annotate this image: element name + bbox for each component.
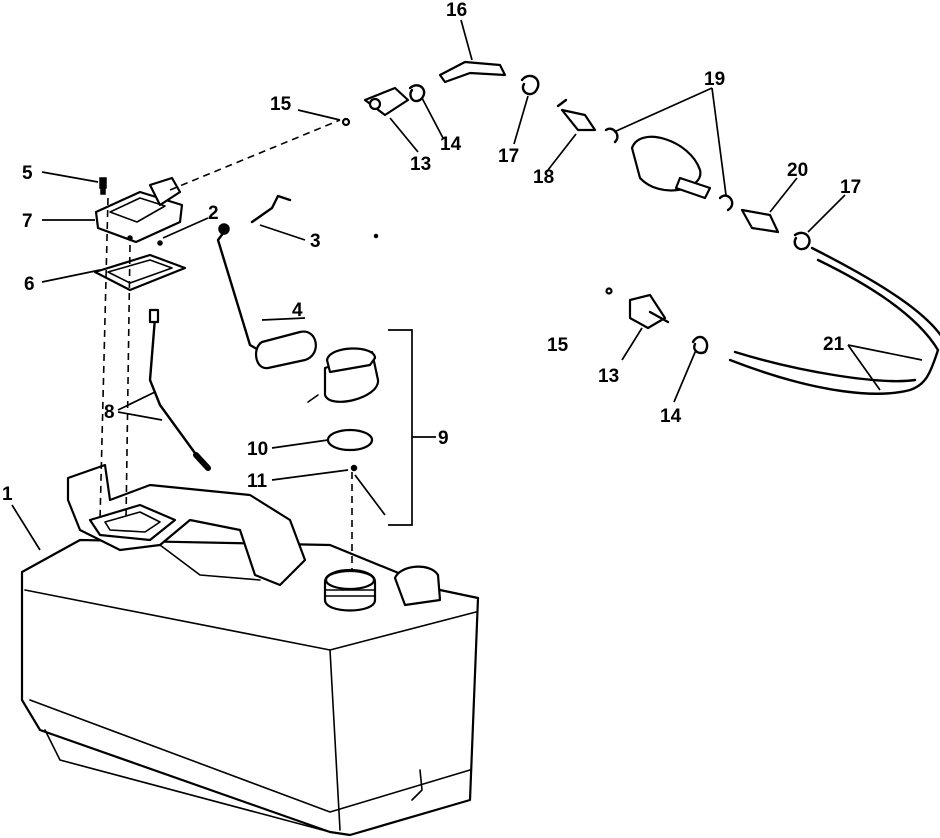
- short-hose: [438, 60, 507, 84]
- callout-17-right: 17: [840, 177, 861, 198]
- callout-8: 8: [104, 402, 115, 423]
- hose-clamp-right: [793, 231, 811, 251]
- hose-clamp-upper-left: [408, 84, 426, 103]
- callout-20: 20: [787, 160, 808, 181]
- fuel-connector: [363, 86, 410, 117]
- callout-4: 4: [292, 300, 303, 321]
- callout-2: 2: [208, 203, 219, 224]
- hose-clamp-lower: [691, 335, 709, 355]
- engine-fitting: [740, 208, 780, 234]
- callout-3: 3: [310, 231, 321, 252]
- callout-21: 21: [823, 334, 845, 355]
- callout-17-upper: 17: [498, 146, 519, 167]
- callout-10: 10: [247, 439, 268, 460]
- o-ring-small: [157, 240, 163, 246]
- leader-lines: [11, 19, 923, 551]
- callout-1: 1: [2, 484, 13, 505]
- callout-14-upper: 14: [440, 134, 462, 155]
- screw: [99, 177, 107, 195]
- callout-19: 19: [704, 69, 725, 90]
- cap-rivet: [350, 464, 358, 472]
- callout-13-upper: 13: [410, 154, 431, 175]
- gasket: [93, 253, 187, 292]
- fuel-connector-lower: [628, 293, 670, 330]
- o-ring-upper: [341, 117, 351, 127]
- callout-labels: 1 2 3 4 5 6 7 8 9 10 11 13 13 14 14 15 1…: [2, 0, 861, 505]
- tank-fitting: [556, 98, 597, 132]
- callout-14-lower: 14: [660, 406, 682, 427]
- small-dot: [373, 233, 379, 239]
- pickup-tube: [148, 308, 211, 471]
- cap-gasket: [326, 428, 374, 452]
- callout-15-upper: 15: [270, 94, 292, 115]
- callout-13-lower: 13: [598, 366, 619, 387]
- primer-bulb: [604, 127, 734, 212]
- callout-15-lower: 15: [547, 335, 569, 356]
- fuel-connector-plate: [94, 176, 184, 244]
- fuel-hose: [728, 246, 940, 395]
- callout-7: 7: [22, 211, 33, 232]
- callout-6: 6: [24, 274, 35, 295]
- callout-16: 16: [446, 0, 467, 21]
- hose-clamp-top: [520, 74, 540, 96]
- fuel-tank: [20, 463, 480, 837]
- fuel-cap: [307, 347, 380, 403]
- float-arm: [216, 223, 317, 370]
- callout-11: 11: [247, 471, 268, 492]
- callout-5: 5: [22, 163, 33, 184]
- retainer-clip: [250, 194, 292, 224]
- callout-18: 18: [533, 167, 554, 188]
- o-ring-lower: [605, 287, 613, 295]
- callout-9: 9: [438, 428, 449, 449]
